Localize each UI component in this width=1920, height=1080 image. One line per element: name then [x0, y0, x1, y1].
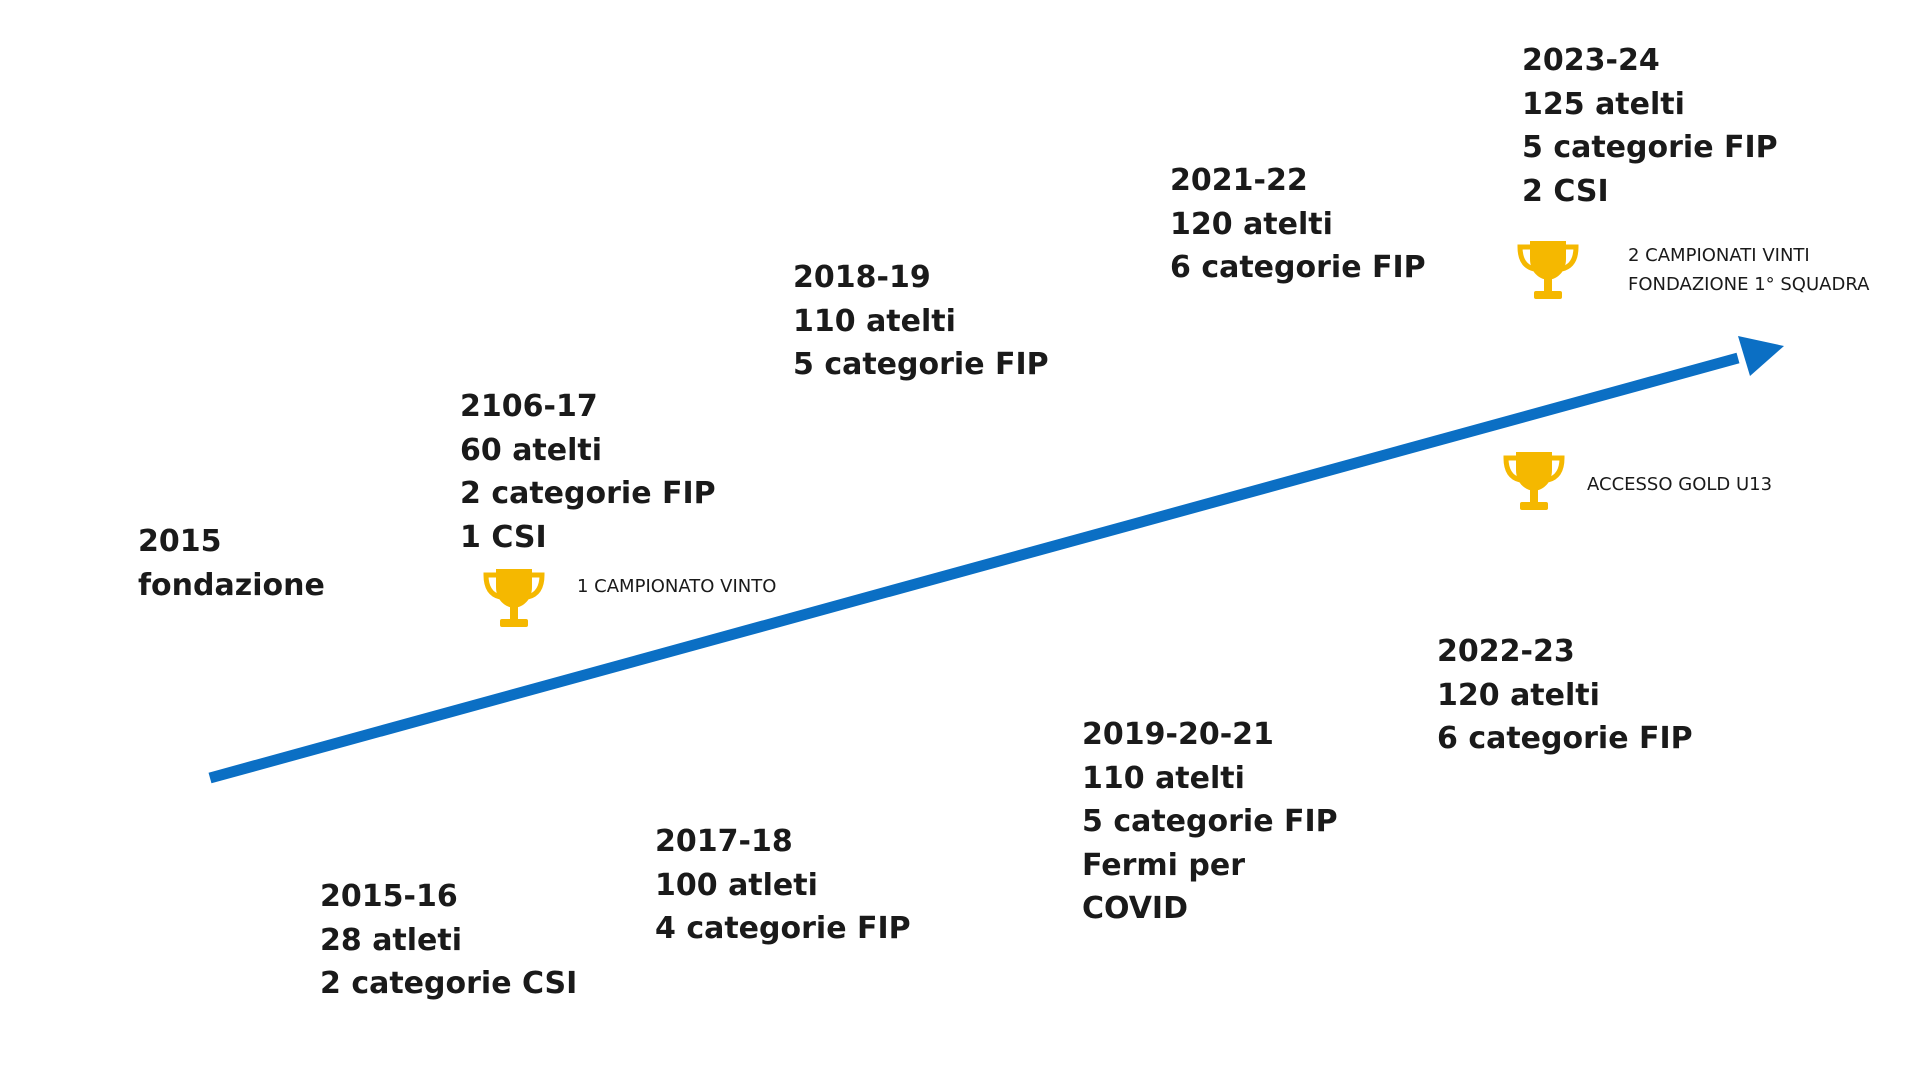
milestone-detail: 2 categorie FIP	[460, 476, 716, 511]
milestone-detail: Fermi per	[1082, 847, 1246, 883]
award-label-line: FONDAZIONE 1° SQUADRA	[1628, 274, 1870, 295]
milestone-year: 2019-20-21	[1082, 717, 1274, 752]
milestone-detail: 120 atelti	[1437, 677, 1600, 713]
award-label-line: 2 CAMPIONATI VINTI	[1628, 245, 1810, 266]
milestone-detail: 6 categorie FIP	[1437, 721, 1693, 756]
milestone-year: 2018-19	[793, 260, 931, 295]
milestone-2023-24: 2023-24 125 atelti 5 categorie FIP 2 CSI	[1522, 39, 1778, 213]
milestone-year: 2015-16	[320, 879, 458, 914]
milestone-detail: fondazione	[138, 567, 325, 603]
trophy-icon	[1503, 452, 1565, 510]
award-label-line: 1 CAMPIONATO VINTO	[577, 576, 777, 597]
milestone-year: 2017-18	[655, 824, 793, 859]
milestone-year: 2022-23	[1437, 634, 1575, 669]
milestone-detail: 6 categorie FIP	[1170, 250, 1426, 285]
milestone-year: 2015	[138, 524, 222, 559]
milestone-year: 2106-17	[460, 389, 598, 424]
award-label-line: ACCESSO GOLD U13	[1587, 474, 1773, 495]
milestone-2015: 2015 fondazione	[138, 520, 325, 607]
milestone-detail: 2 categorie CSI	[320, 966, 578, 1001]
trophy-icon	[1517, 241, 1579, 299]
milestone-year: 2021-22	[1170, 163, 1308, 198]
milestone-detail: 110 atelti	[793, 303, 956, 339]
milestone-detail: COVID	[1082, 891, 1188, 926]
award-label-3: 2 CAMPIONATI VINTI FONDAZIONE 1° SQUADRA	[1628, 241, 1869, 299]
milestone-2015-16: 2015-16 28 atleti 2 categorie CSI	[320, 875, 577, 1006]
milestone-detail: 100 atleti	[655, 867, 818, 903]
award-label-2: ACCESSO GOLD U13	[1587, 470, 1772, 499]
milestone-detail: 5 categorie FIP	[1082, 804, 1338, 839]
milestone-detail: 125 atelti	[1522, 86, 1685, 122]
milestone-detail: 4 categorie FIP	[655, 911, 911, 946]
milestone-2021-22: 2021-22 120 atelti 6 categorie FIP	[1170, 159, 1426, 290]
milestone-detail: 5 categorie FIP	[1522, 130, 1778, 165]
milestone-detail: 120 atelti	[1170, 206, 1333, 242]
milestone-detail: 2 CSI	[1522, 173, 1609, 209]
milestone-2022-23: 2022-23 120 atelti 6 categorie FIP	[1437, 630, 1693, 761]
milestone-2018-19: 2018-19 110 atelti 5 categorie FIP	[793, 256, 1049, 387]
milestone-detail: 5 categorie FIP	[793, 347, 1049, 382]
milestone-2016-17: 2106-17 60 atelti 2 categorie FIP 1 CSI	[460, 385, 716, 559]
milestone-detail: 110 atelti	[1082, 760, 1245, 796]
trophy-icon	[483, 569, 545, 627]
milestone-detail: 60 atelti	[460, 432, 603, 468]
milestone-2019-20-21: 2019-20-21 110 atelti 5 categorie FIP Fe…	[1082, 713, 1338, 931]
milestone-year: 2023-24	[1522, 43, 1660, 78]
milestone-detail: 28 atleti	[320, 922, 463, 958]
milestone-2017-18: 2017-18 100 atleti 4 categorie FIP	[655, 820, 911, 951]
milestone-detail: 1 CSI	[460, 519, 547, 555]
award-label-1: 1 CAMPIONATO VINTO	[577, 572, 776, 601]
